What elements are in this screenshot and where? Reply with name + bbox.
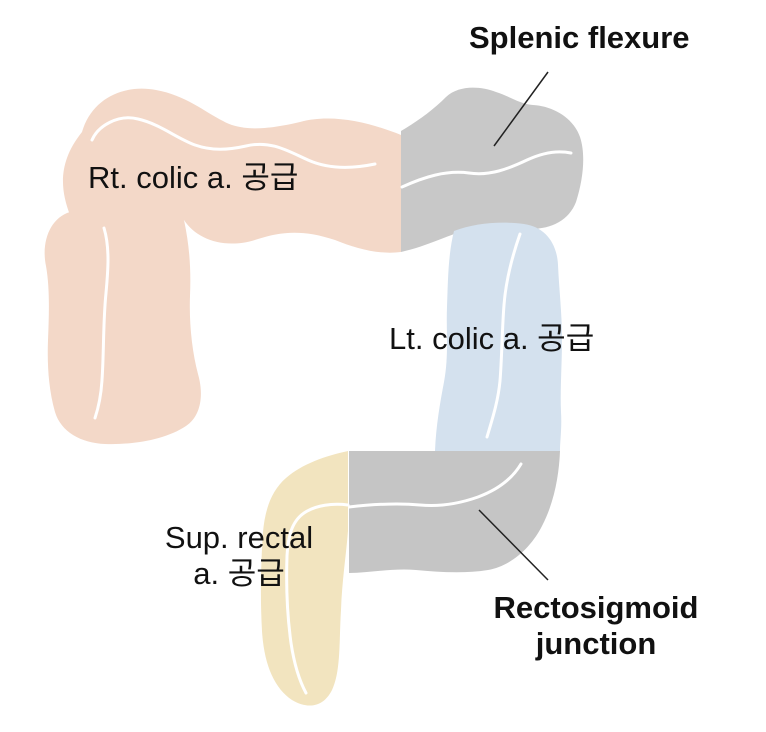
sigmoid-gray-shape	[349, 451, 560, 573]
ascending-colon-shape	[44, 212, 201, 445]
right-colon-fold	[93, 226, 110, 420]
transverse-gray-shape	[401, 87, 584, 252]
rectosigmoid-label: Rectosigmoid junction	[470, 590, 722, 661]
rectosigmoid-leader-line	[478, 509, 549, 581]
rt-colic-label: Rt. colic a. 공급	[88, 160, 299, 195]
sigmoid-gray-section	[347, 451, 560, 573]
right-colon-section	[44, 88, 402, 445]
splenic-flexure-label: Splenic flexure	[469, 20, 690, 55]
right-colon-fold	[90, 116, 377, 169]
lt-colic-label: Lt. colic a. 공급	[389, 321, 595, 356]
left-colon-shape	[435, 222, 562, 451]
left-colon-section	[435, 222, 562, 451]
sup-rectal-line-1: Sup. rectal	[164, 520, 314, 555]
rectum-section	[260, 451, 350, 706]
rectosigmoid-line-1: Rectosigmoid	[493, 590, 699, 625]
rectum-shape	[260, 451, 348, 706]
sup-rectal-line-2: a. 공급	[193, 555, 285, 591]
rectum-fold	[285, 502, 350, 695]
transverse-colon-gray-section	[400, 87, 584, 252]
rectosigmoid-line-2: junction	[535, 625, 657, 661]
transverse-gray-fold	[400, 150, 573, 189]
right-colon-shape	[62, 88, 402, 253]
sup-rectal-label: Sup. rectal a. 공급	[152, 520, 326, 591]
sigmoid-gray-fold	[347, 462, 523, 509]
splenic-flexure-leader-line	[493, 71, 549, 147]
left-colon-fold	[485, 232, 522, 439]
